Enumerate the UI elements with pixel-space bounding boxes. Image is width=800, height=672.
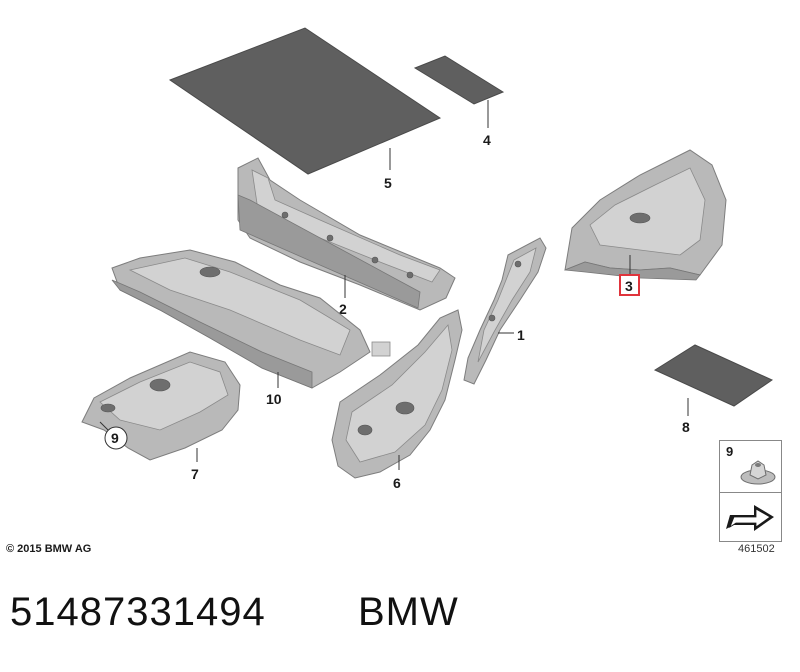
part-number: 51487331494 [10,590,266,634]
leader-9 [99,421,109,431]
part-4-insulation-pad[interactable] [413,55,505,105]
trim-recess [357,424,373,436]
flange-nut-icon [740,460,776,485]
tray-bracket [371,341,391,357]
part-2-cross-member[interactable] [237,157,456,311]
part-10-tray[interactable] [111,249,391,389]
callout-9[interactable]: 9 [111,430,119,446]
legend-divider [720,492,781,493]
callout-10[interactable]: 10 [266,391,282,407]
hole [406,271,414,279]
copyright-notice: © 2015 BMW AG [6,543,92,555]
arch-recess [629,212,651,224]
trim-recess [395,401,415,415]
part-5-floor-panel[interactable] [168,27,442,175]
part-3-wheel-arch-trim[interactable] [564,149,727,281]
fastener-legend: 9 [719,440,782,542]
hole [514,260,522,268]
callout-2[interactable]: 2 [339,301,347,317]
callout-7[interactable]: 7 [191,466,199,482]
hole [488,314,496,322]
shield-opening [149,378,171,392]
brand-name: BMW [358,590,459,634]
hole [326,234,334,242]
hole [281,211,289,219]
part-1-bracket[interactable] [463,237,547,385]
tray-opening [199,266,221,278]
diagram-id: 461502 [738,543,775,555]
callout-3-highlight [619,274,640,296]
callout-8[interactable]: 8 [682,419,690,435]
legend-callout-9: 9 [726,444,734,459]
callout-6[interactable]: 6 [393,475,401,491]
callout-9-circle [104,426,128,450]
shield-opening [100,403,116,413]
part-7-heat-shield[interactable] [81,351,241,461]
callout-1[interactable]: 1 [517,327,525,343]
callout-5[interactable]: 5 [384,175,392,191]
part-6-side-trim[interactable] [331,309,463,479]
part-8-pad[interactable] [653,344,774,407]
direction-arrow-icon [726,505,774,531]
parts-exploded-diagram: 5 4 2 10 7 9 [81,27,774,491]
callout-4[interactable]: 4 [483,132,491,148]
hole [371,256,379,264]
callout-3[interactable]: 3 [625,278,633,294]
